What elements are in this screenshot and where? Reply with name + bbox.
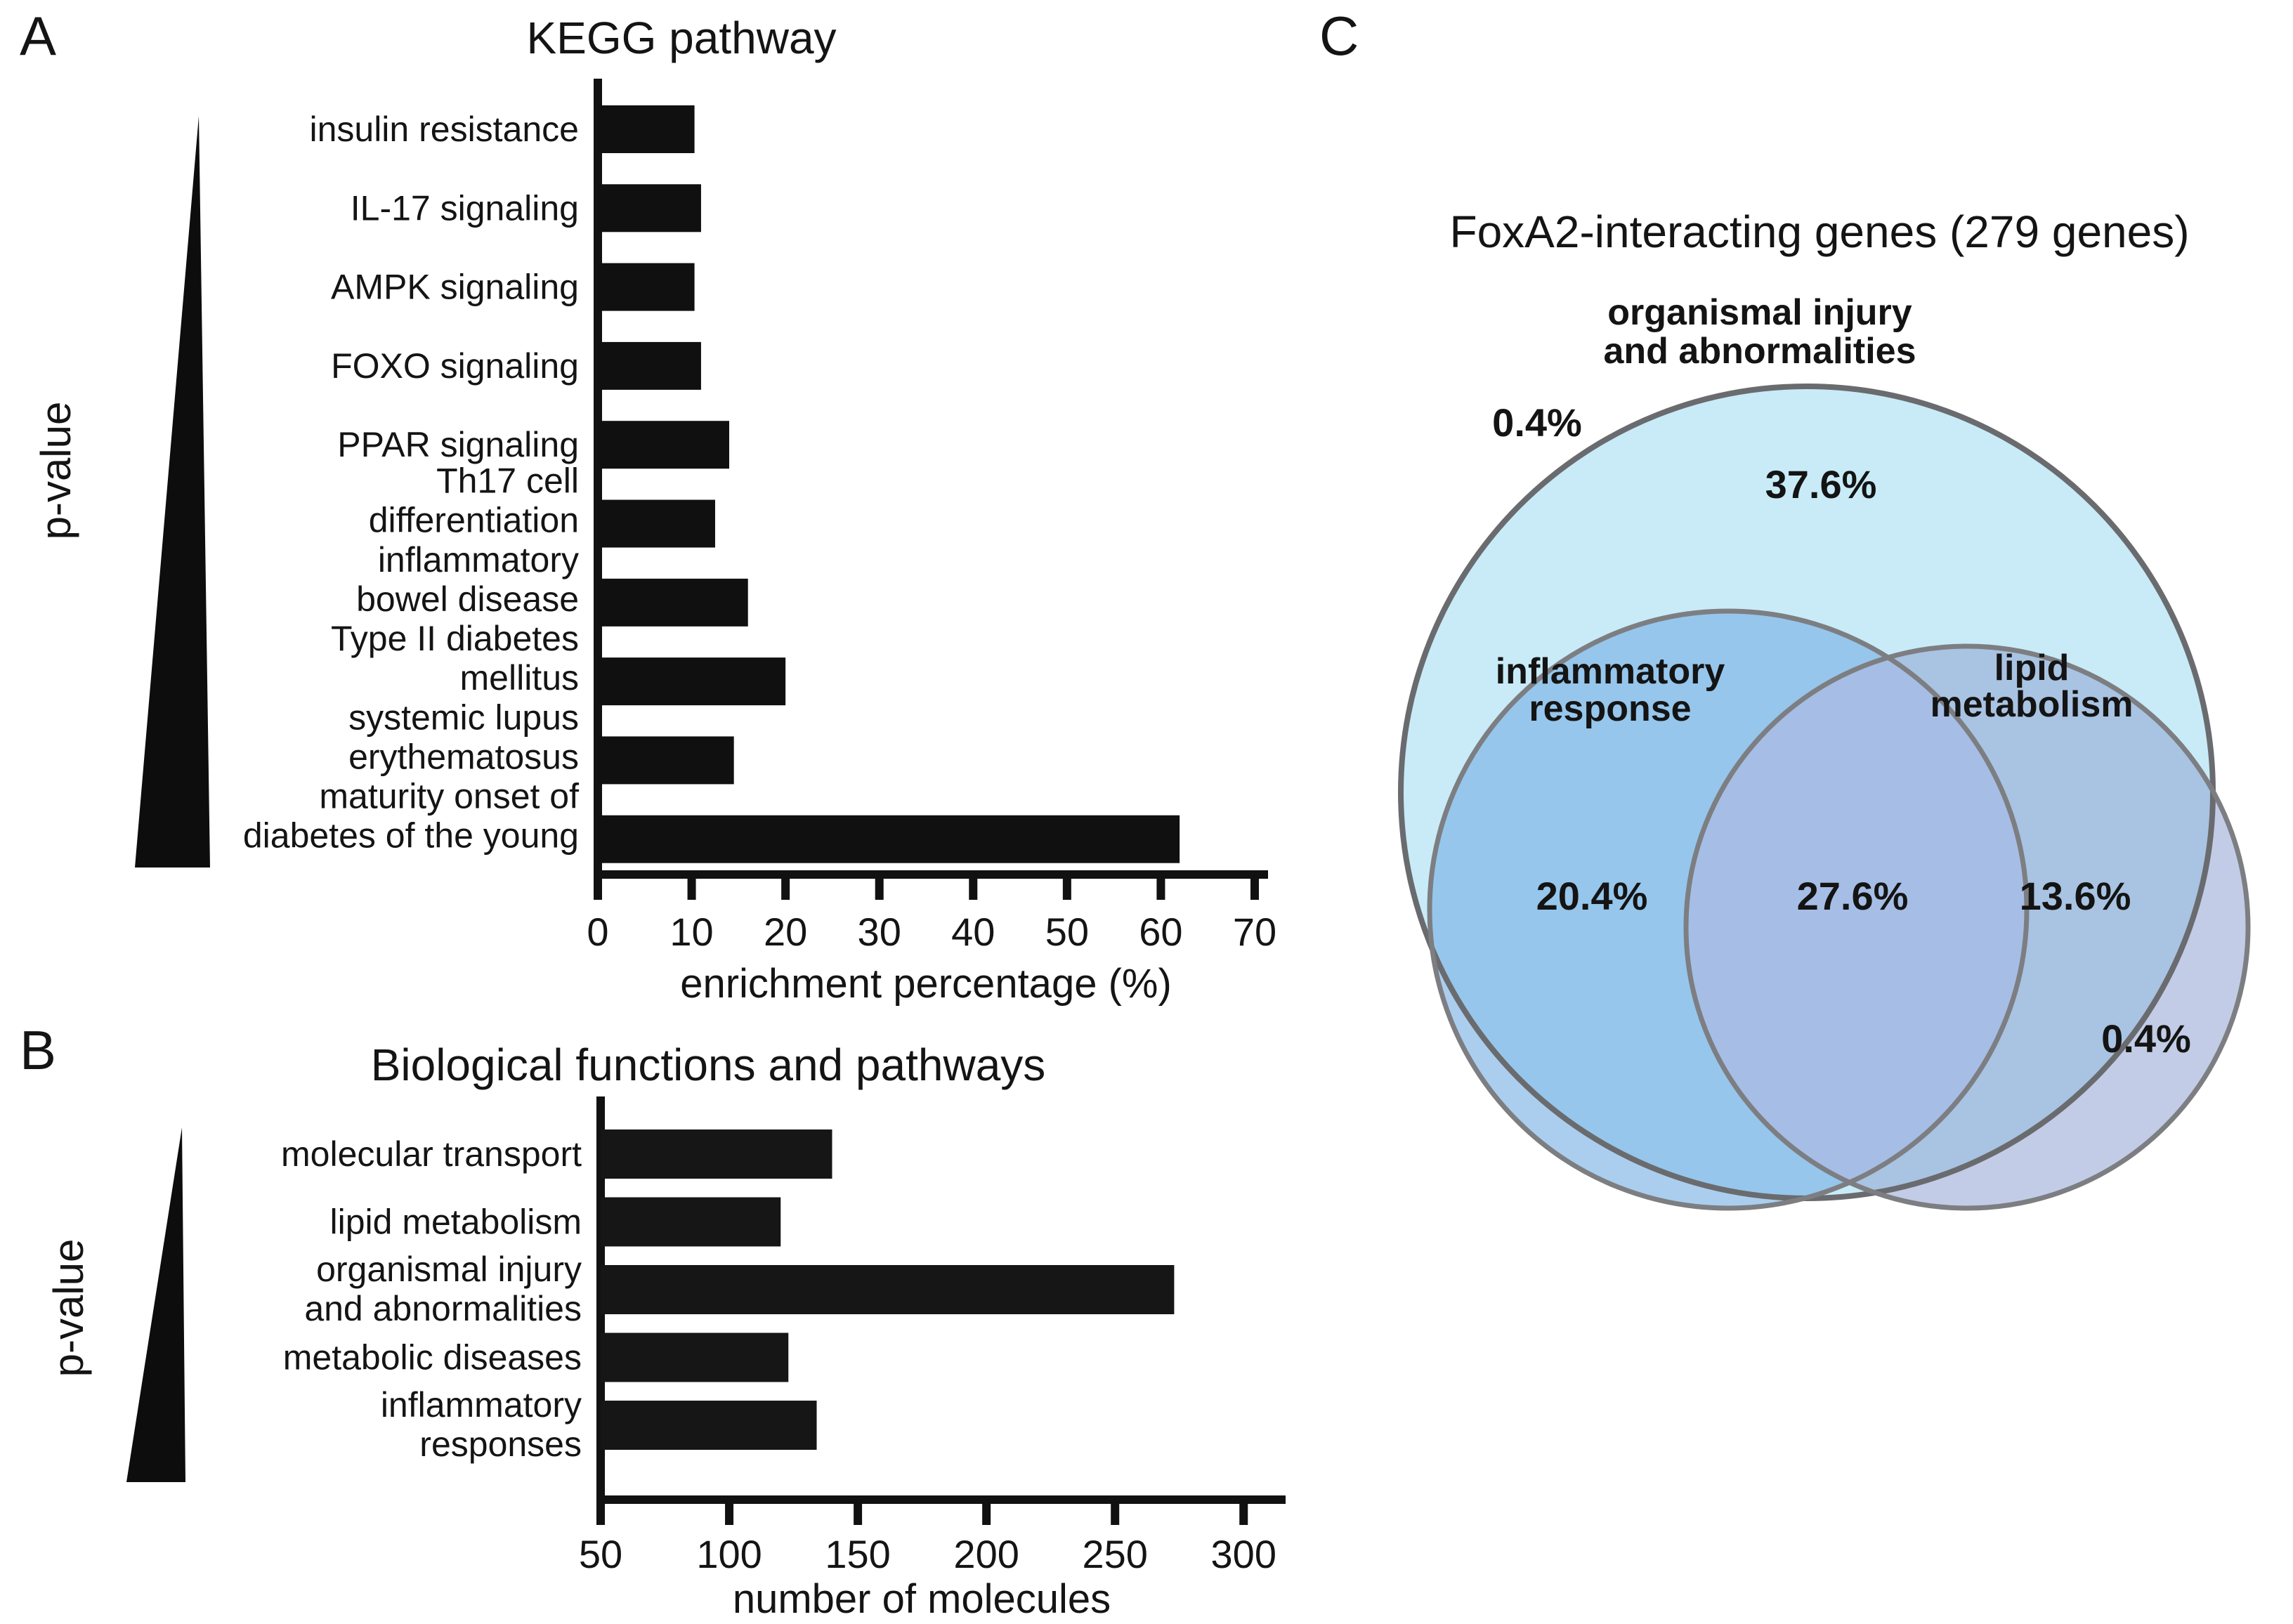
category-label: IL-17 signaling — [351, 188, 579, 228]
panel-b-xaxis-label: number of molecules — [733, 1576, 1111, 1622]
bar — [598, 815, 1180, 863]
x-tick-label: 200 — [953, 1532, 1019, 1576]
bar — [598, 263, 695, 311]
x-tick-label: 50 — [579, 1532, 622, 1576]
biological-functions-chart: 50 100 150 200 250 300 molecular transport lipi… — [281, 1096, 1286, 1576]
bar — [598, 341, 701, 390]
x-tick-label: 30 — [858, 910, 901, 954]
panel-a-yaxis-pvalue-label: p-value — [32, 402, 79, 540]
bar — [601, 1197, 781, 1247]
x-tick-label: 250 — [1082, 1532, 1147, 1576]
panel-a-xaxis-label: enrichment percentage (%) — [680, 961, 1172, 1007]
category-label: erythematosus — [348, 737, 579, 776]
venn-lipid-label-line2: metabolism — [1931, 684, 2134, 725]
panel-c-letter: C — [1319, 5, 1359, 67]
p-value-wedge-a — [135, 116, 210, 867]
venn-pct-right-only: 13.6% — [2020, 874, 2131, 918]
x-tick-label: 300 — [1211, 1532, 1276, 1576]
bar — [598, 421, 729, 469]
category-label: bowel disease — [356, 579, 579, 619]
venn-inflammatory-label-line1: inflammatory — [1496, 651, 1725, 692]
bar — [601, 1401, 817, 1450]
category-label: systemic lupus — [348, 698, 579, 737]
category-label: and abnormalities — [304, 1289, 582, 1328]
x-tick-label: 50 — [1045, 910, 1089, 954]
category-label: insulin resistance — [309, 110, 579, 149]
x-tick-label: 0 — [587, 910, 608, 954]
x-tick-label: 10 — [669, 910, 713, 954]
category-label: inflammatory — [381, 1385, 582, 1425]
venn-inflammatory-label-line2: response — [1529, 688, 1691, 729]
category-label: organismal injury — [316, 1250, 582, 1289]
venn-lipid-circle-outline — [1683, 643, 2251, 1211]
category-label: molecular transport — [281, 1134, 582, 1174]
bar — [601, 1332, 789, 1382]
bar — [598, 499, 715, 548]
bar — [598, 736, 734, 785]
venn-pct-right-outside: 0.4% — [2101, 1016, 2191, 1061]
x-tick-label: 70 — [1233, 910, 1276, 954]
bar — [598, 105, 695, 153]
category-label: metabolic diseases — [283, 1338, 582, 1377]
category-label: AMPK signaling — [331, 268, 579, 307]
venn-pct-outer-only: 37.6% — [1765, 462, 1877, 506]
venn-pct-center: 27.6% — [1797, 874, 1909, 918]
x-tick-label: 20 — [764, 910, 807, 954]
x-tick-label: 150 — [825, 1532, 890, 1576]
category-label: mellitus — [460, 658, 579, 698]
panel-b-title: Biological functions and pathways — [371, 1040, 1046, 1090]
category-label: FOXO signaling — [331, 346, 579, 386]
venn-pct-outside-top: 0.4% — [1492, 400, 1582, 445]
category-label: inflammatory — [378, 540, 579, 579]
venn-pct-left-only: 20.4% — [1536, 874, 1648, 918]
panel-c-title: FoxA2-interacting genes (279 genes) — [1449, 207, 2189, 257]
venn-inflammatory-circle-outline — [1427, 608, 2030, 1211]
category-label: PPAR signaling — [337, 425, 579, 464]
bar — [598, 578, 748, 627]
venn-overlap-region — [1686, 646, 2027, 1208]
p-value-wedge-b — [126, 1127, 185, 1482]
category-label: diabetes of the young — [243, 816, 579, 856]
category-label: lipid metabolism — [330, 1203, 582, 1242]
bar — [601, 1265, 1175, 1314]
venn-lipid-label-line1: lipid — [1994, 648, 2070, 688]
x-tick-label: 60 — [1139, 910, 1182, 954]
category-label: Type II diabetes — [331, 619, 579, 658]
bar — [598, 184, 701, 233]
venn-outer-set-label-line2: and abnormalities — [1604, 331, 1916, 372]
category-label: Th17 cell — [436, 461, 579, 501]
panel-a-title: KEGG pathway — [526, 13, 836, 63]
bar — [601, 1129, 832, 1179]
category-label: differentiation — [369, 501, 579, 540]
bar — [598, 657, 786, 706]
category-label: maturity onset of — [319, 777, 579, 816]
venn-diagram — [1398, 384, 2251, 1211]
x-tick-label: 40 — [951, 910, 995, 954]
panel-a-letter: A — [20, 5, 56, 67]
panel-b-yaxis-pvalue-label: p-value — [45, 1239, 92, 1377]
x-tick-label: 100 — [696, 1532, 762, 1576]
category-label: responses — [419, 1425, 582, 1464]
panel-b-letter: B — [20, 1019, 56, 1081]
venn-outer-set-label-line1: organismal injury — [1607, 292, 1912, 333]
